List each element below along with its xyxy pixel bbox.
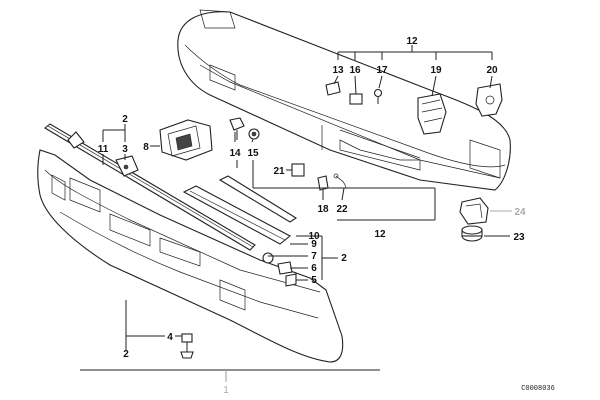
leader-lines [80,45,512,382]
label-1: 1 [223,385,229,396]
bracket-20 [475,83,503,117]
label-22: 22 [336,204,348,215]
strip-9 [218,175,298,223]
screw-4 [180,333,194,359]
bracket-8 [159,119,213,161]
label-12-mid: 12 [374,229,386,240]
label-20: 20 [486,65,498,76]
label-18: 18 [317,204,329,215]
label-21: 21 [273,166,285,177]
bracket-19 [417,93,447,135]
label-3: 3 [122,144,128,155]
clip-7 [262,252,274,264]
part-21 [291,163,305,177]
label-2-c: 2 [123,349,129,360]
label-7: 7 [311,251,317,262]
label-10: 10 [308,231,320,242]
label-24: 24 [514,207,526,218]
label-2-a: 2 [122,114,128,125]
label-17: 17 [376,65,388,76]
label-23: 23 [513,232,525,243]
label-19: 19 [430,65,442,76]
label-12-top: 12 [406,36,418,47]
diagram-code: C0008036 [521,385,555,393]
clip-6 [277,261,293,275]
clip-5 [285,273,297,287]
label-9: 9 [311,239,317,250]
label-13: 13 [332,65,344,76]
label-5: 5 [311,275,317,286]
grille-insert-10 [182,185,291,245]
label-16: 16 [349,65,361,76]
clip-16 [349,93,363,105]
buffer-23 [461,225,483,242]
part-22 [333,173,347,189]
label-15: 15 [247,148,259,159]
bracket-13 [325,81,341,96]
label-14: 14 [229,148,241,159]
upper-bumper [177,9,511,191]
clip-15 [248,128,260,140]
lower-bumper [37,149,344,363]
clip-14 [229,117,245,140]
label-2-b: 2 [341,253,347,264]
callout-labels: 12 13 16 17 19 20 2 11 3 8 14 15 21 18 2… [98,36,555,396]
trim-strip-11 [44,123,256,251]
label-11: 11 [98,144,109,155]
label-6: 6 [311,263,317,274]
label-4: 4 [167,332,173,343]
screw-17 [373,88,383,104]
label-8: 8 [143,142,149,153]
bracket-3 [115,155,139,177]
bracket-24 [459,197,489,225]
